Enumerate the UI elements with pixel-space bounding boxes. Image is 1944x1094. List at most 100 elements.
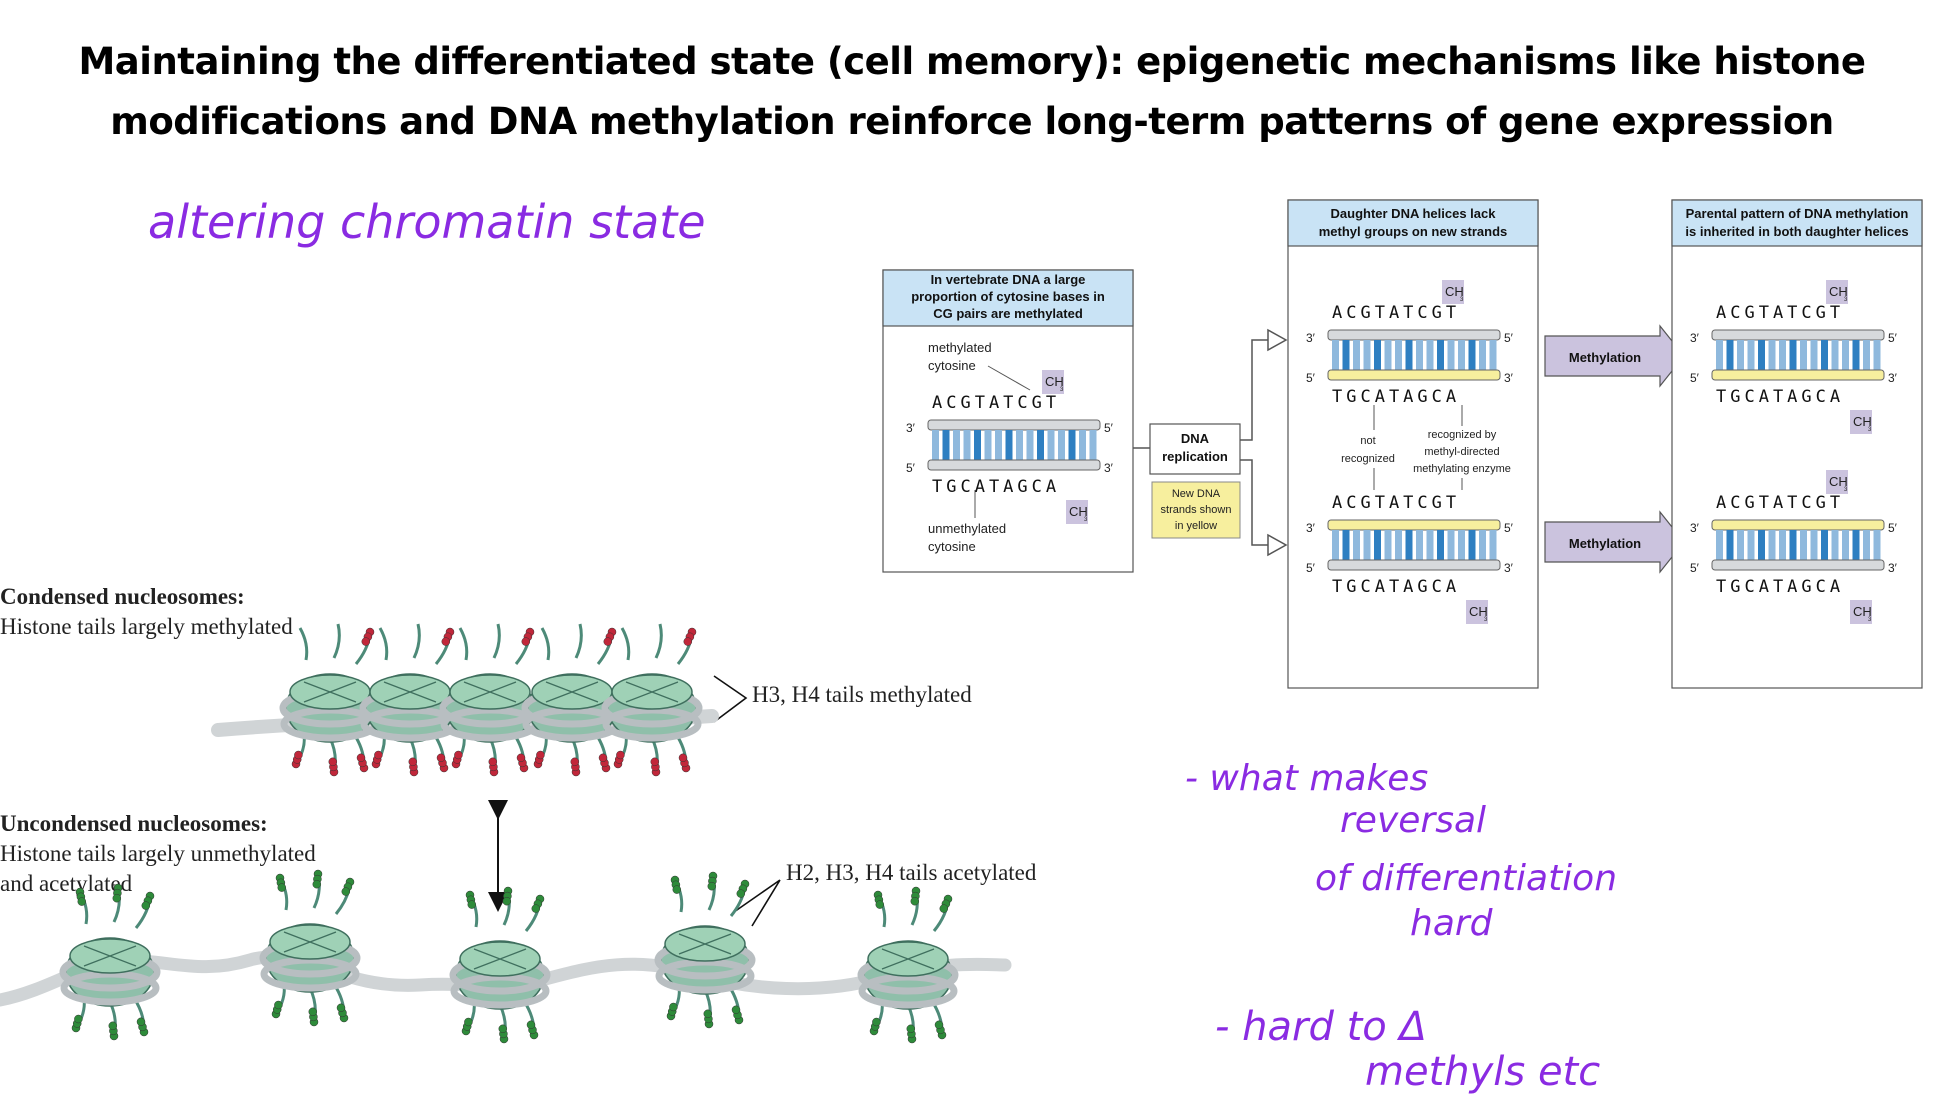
sequence-top: ACGTATCGT	[1716, 303, 1844, 323]
histone-tail	[434, 627, 455, 665]
histone-tail	[412, 623, 421, 659]
end-label-5prime: 5′	[1104, 421, 1114, 435]
base-pair	[1047, 430, 1055, 460]
methyl-label: CH	[1469, 604, 1488, 619]
strand-bottom	[1711, 369, 1885, 381]
base-pair	[1089, 430, 1097, 460]
histone-tail	[533, 733, 548, 769]
panel-left-header-2: proportion of cytosine bases in	[911, 289, 1105, 304]
histone-tail-stem	[332, 623, 341, 659]
methyl-label: CH	[1853, 604, 1872, 619]
histone-tail	[332, 623, 341, 659]
base-pair	[1842, 530, 1849, 560]
methylated-pointer	[987, 365, 1031, 391]
methyl-subscript: 3	[1084, 517, 1088, 523]
sequence-top: ACGTATCGT	[1332, 303, 1460, 323]
methyl-subscript: 3	[1060, 387, 1064, 393]
histone-octamer-lines	[383, 681, 437, 703]
tail-mark-bead	[516, 753, 526, 763]
histone-tail	[354, 627, 375, 665]
base-pair	[1737, 340, 1744, 370]
nucleosome	[521, 623, 623, 777]
tail-mark-bead	[374, 750, 383, 760]
recognized-2: methyl-directed	[1424, 446, 1499, 458]
tail-mark-bead	[669, 1002, 678, 1012]
base-pair	[1363, 530, 1371, 560]
base-pair	[1873, 530, 1881, 560]
tail-mark-bead	[536, 750, 545, 760]
histone-tail	[613, 733, 628, 769]
histone-octamer-lines	[881, 948, 935, 970]
base-pair	[1863, 530, 1870, 560]
histone-tail	[650, 737, 661, 777]
handwritten-notes: altering chromatin state - what makes re…	[148, 195, 1617, 1094]
methyl-group-top: CH3	[1826, 280, 1848, 304]
replication-arrow-lower-head	[1267, 533, 1288, 557]
tail-mark-bead	[910, 896, 920, 906]
replication-label-1: DNA	[1181, 431, 1210, 446]
tail-mark-bead	[436, 753, 446, 763]
sequence-bottom: TGCATAGCA	[932, 477, 1060, 497]
tail-mark-bead	[488, 757, 498, 767]
nucleosome	[259, 869, 361, 1027]
methyl-subscript: 3	[1868, 427, 1872, 433]
end-label-3prime: 3′	[1888, 561, 1898, 575]
tail-mark-bead	[731, 1005, 741, 1015]
histone-tail	[729, 879, 750, 917]
condensed-subtitle: Histone tails largely methylated	[0, 614, 293, 639]
histone-octamer-lines	[678, 933, 732, 955]
replication-label-2: replication	[1162, 449, 1228, 464]
histone-tail	[540, 627, 551, 661]
end-label-3prime: 3′	[1504, 371, 1514, 385]
tail-mark-bead	[502, 896, 512, 906]
histone-tail	[308, 987, 319, 1027]
label-unmethylated-1: unmethylated	[928, 521, 1006, 536]
new-strand-note-1: New DNA	[1172, 488, 1221, 500]
strand-bottom	[927, 459, 1101, 471]
histone-tail	[378, 627, 389, 661]
base-pair	[995, 430, 1002, 460]
sequence-top: ACGTATCGT	[932, 393, 1060, 413]
histone-tail	[328, 737, 339, 777]
slide-title: Maintaining the differentiated state (ce…	[0, 32, 1944, 152]
histone-tail	[524, 894, 545, 932]
dna-wrap-2	[655, 958, 755, 994]
histone-tail	[371, 733, 386, 769]
methyl-label: CH	[1853, 414, 1872, 429]
label-unmethylated-2: cytosine	[928, 539, 976, 554]
histone-tail	[112, 883, 123, 923]
tail-mark-bead	[650, 757, 660, 767]
end-label-3prime: 3′	[1888, 371, 1898, 385]
histone-tail	[291, 733, 306, 769]
tail-mark-bead	[598, 753, 608, 763]
histone-tail	[275, 873, 289, 911]
base-pair	[1768, 340, 1776, 370]
methylation-diagram: In vertebrate DNA a large proportion of …	[882, 199, 1923, 689]
end-label-5prime: 5′	[1690, 371, 1700, 385]
base-pair	[1831, 530, 1839, 560]
base-pair	[1468, 530, 1476, 560]
histone-tail	[932, 894, 953, 932]
tail-mark-bead	[141, 901, 151, 910]
histone-tail	[596, 627, 617, 665]
base-pair	[1863, 340, 1870, 370]
sequence-bottom: TGCATAGCA	[1716, 577, 1844, 597]
end-label-3prime: 3′	[906, 421, 916, 435]
base-pair	[1789, 530, 1797, 560]
base-pair	[1426, 530, 1434, 560]
histone-tail	[522, 1000, 539, 1040]
histone-tail	[620, 627, 631, 661]
base-pair	[1747, 340, 1755, 370]
label-methylated-2: cytosine	[928, 358, 976, 373]
base-pair	[1395, 530, 1402, 560]
base-pair	[1374, 530, 1381, 560]
methyl-subscript: 3	[1844, 297, 1848, 303]
base-pair	[1800, 340, 1807, 370]
histone-tail	[512, 733, 529, 773]
end-label-3prime: 3′	[1690, 331, 1700, 345]
panel-right-header-2: is inherited in both daughter helices	[1685, 224, 1908, 239]
uncondensed-nucleosome-array	[59, 869, 959, 1044]
base-pair	[1068, 430, 1076, 460]
dna-wrap-2	[60, 970, 160, 1006]
base-pair	[953, 430, 960, 460]
